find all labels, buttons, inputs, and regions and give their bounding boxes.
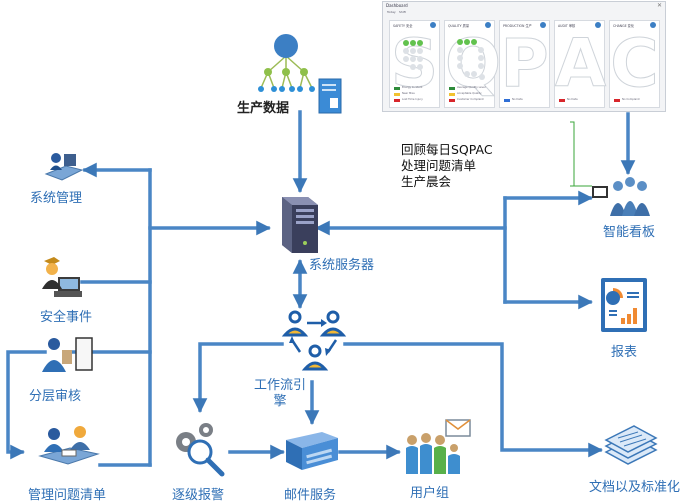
legend-item: Near Miss bbox=[394, 92, 439, 96]
documents-icon[interactable] bbox=[600, 424, 660, 468]
card-letter: A bbox=[555, 25, 607, 102]
dashboard-card-safety: SAFETY 安全 S Energy Incident Near Miss Lo… bbox=[389, 20, 440, 108]
edge-outer-loop bbox=[6, 350, 47, 460]
card-letter: C bbox=[610, 25, 659, 102]
server-icon[interactable] bbox=[268, 193, 320, 259]
card-badge bbox=[595, 22, 601, 28]
legend-item: Average Quality Level bbox=[449, 86, 494, 90]
label-workflow-engine: 工作流引擎 bbox=[253, 378, 306, 409]
card-badge bbox=[540, 22, 546, 28]
legend-item: Lost Time Injury bbox=[394, 98, 439, 102]
edge-dashboard-notes-link bbox=[570, 121, 592, 187]
legend-item: No Complaint bbox=[614, 98, 659, 102]
card-title: QUALITY 质量 bbox=[448, 24, 470, 28]
workflow-engine-icon[interactable] bbox=[280, 308, 350, 380]
safety-day-dots bbox=[403, 40, 423, 70]
dashboard-card-production: PRODUCTION 生产 P No Data bbox=[499, 20, 550, 108]
dashboard-card-quality: QUALITY 质量 Q Average Quality Level Accep… bbox=[444, 20, 502, 108]
quality-day-dots bbox=[457, 39, 485, 80]
card-badge bbox=[430, 22, 436, 28]
hierarchy-icon bbox=[258, 34, 315, 92]
note-line: 生产晨会 bbox=[401, 174, 452, 189]
legend-item: No Data bbox=[504, 98, 549, 102]
edge-workflow-to-escalation bbox=[192, 342, 284, 413]
dashboard-screenshot: Dashboard Today Shift ✕ SAFETY 安全 S Ener… bbox=[382, 1, 666, 112]
card-badge bbox=[650, 22, 656, 28]
label-report: 报表 bbox=[611, 345, 638, 360]
note-line: 回顾每日SQPAC bbox=[401, 142, 493, 157]
card-title: SAFETY 安全 bbox=[393, 24, 413, 28]
legend-item: Acceptable Quality bbox=[449, 92, 494, 96]
dashboard-title: Dashboard bbox=[386, 3, 408, 8]
dashboard-tab-today[interactable]: Today bbox=[387, 10, 396, 14]
label-system-management: 系统管理 bbox=[30, 191, 83, 206]
legend-item: No Data bbox=[559, 98, 604, 102]
edge-workflow-to-docs bbox=[343, 342, 603, 458]
label-smart-board: 智能看板 bbox=[603, 225, 656, 240]
label-layered-audit: 分层审核 bbox=[29, 389, 82, 404]
card-title: CHANGE 变化 bbox=[613, 24, 635, 28]
dashboard-card-change: CHANGE 变化 C No Complaint bbox=[609, 20, 660, 108]
label-security-event: 安全事件 bbox=[40, 310, 93, 325]
close-icon[interactable]: ✕ bbox=[656, 2, 662, 9]
security-officer-icon[interactable] bbox=[38, 255, 84, 301]
label-user-group: 用户组 bbox=[410, 486, 450, 501]
label-mail-service: 邮件服务 bbox=[284, 488, 337, 503]
mail-server-icon[interactable] bbox=[282, 424, 342, 474]
card-title: AUDIT 审核 bbox=[558, 24, 576, 28]
database-tower-icon bbox=[318, 78, 342, 114]
label-doc-standardization: 文档以及标准化 bbox=[589, 480, 681, 495]
sqpac-notes: 回顾每日SQPAC 处理问题清单 生产晨会 bbox=[401, 142, 493, 190]
auditor-icon[interactable] bbox=[40, 334, 94, 378]
label-system-server: 系统服务器 bbox=[309, 258, 375, 273]
meeting-icon[interactable] bbox=[34, 422, 104, 478]
note-line: 处理问题清单 bbox=[401, 158, 477, 173]
card-title: PRODUCTION 生产 bbox=[503, 24, 532, 28]
dashboard-tab-shift[interactable]: Shift bbox=[399, 10, 406, 14]
user-group-icon[interactable] bbox=[402, 418, 474, 478]
smart-board-icon[interactable] bbox=[590, 172, 652, 222]
legend-item: Energy Incident bbox=[394, 86, 439, 90]
card-badge bbox=[485, 22, 491, 28]
gear-search-icon[interactable] bbox=[170, 420, 230, 480]
label-production-data: 生产数据 bbox=[237, 101, 290, 116]
label-issue-list-management: 管理问题清单 bbox=[28, 488, 107, 503]
report-icon[interactable] bbox=[599, 276, 649, 334]
dashboard-card-audit: AUDIT 审核 A No Data bbox=[554, 20, 607, 108]
label-escalation-alarm: 逐级报警 bbox=[172, 488, 225, 503]
legend-item: Customer Complaint bbox=[449, 98, 494, 102]
card-letter: P bbox=[500, 25, 549, 102]
admin-desk-icon[interactable] bbox=[44, 148, 84, 184]
